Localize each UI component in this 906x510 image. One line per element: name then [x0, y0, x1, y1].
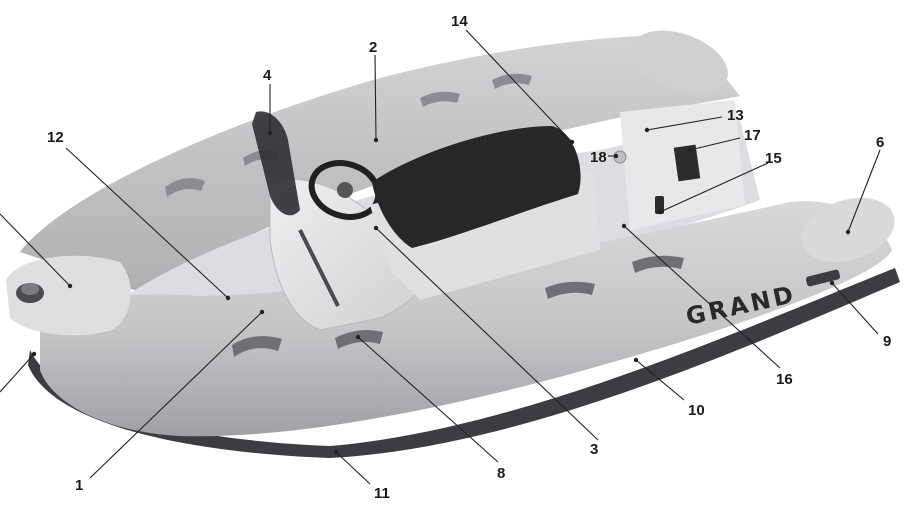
- leader-line: [374, 54, 377, 141]
- leader-dot: [613, 153, 619, 159]
- callout-16: 16: [621, 223, 793, 388]
- drain-plug: [613, 150, 627, 164]
- leader-dot: [259, 309, 265, 315]
- callout-12: 12: [47, 129, 231, 301]
- leader-line: [65, 147, 229, 299]
- callout-1: 1: [75, 309, 265, 494]
- leader-dot: [633, 357, 639, 363]
- bow-fitting-top: [21, 283, 39, 295]
- leader-line: [0, 213, 71, 287]
- leader-line: [375, 227, 599, 441]
- leader-line: [689, 137, 741, 151]
- leader-dot: [373, 137, 379, 143]
- seat-cushion: [372, 126, 581, 248]
- leader-line: [465, 29, 573, 143]
- leader-dot: [333, 449, 339, 455]
- callout-number: 4: [263, 67, 272, 84]
- callout-6: 6: [845, 134, 884, 235]
- leader-dot: [621, 223, 627, 229]
- bow-cap: [6, 255, 131, 336]
- handle: [335, 330, 383, 349]
- callout-3: 3: [373, 225, 599, 458]
- tube-valve: [805, 269, 841, 287]
- leader-line: [89, 311, 263, 479]
- steering-hub: [337, 182, 353, 198]
- leader-dot: [657, 209, 663, 215]
- callout-10: 10: [633, 357, 705, 419]
- leader-dot: [569, 139, 575, 145]
- callout-18: 18: [590, 149, 619, 166]
- callout-2: 2: [369, 39, 379, 143]
- leader-dot: [373, 225, 379, 231]
- callout-number: 13: [727, 107, 744, 124]
- callout-14: 14: [451, 13, 575, 145]
- leader-line: [847, 149, 881, 233]
- callout-number: 12: [47, 129, 64, 146]
- handle: [632, 255, 684, 273]
- handle: [420, 91, 460, 107]
- leader-line: [357, 336, 499, 463]
- leader-dot: [687, 147, 693, 153]
- leader-dot: [829, 280, 835, 286]
- handle: [492, 73, 532, 89]
- callout-number: 1: [75, 477, 83, 494]
- callout-number: 6: [876, 134, 884, 151]
- callout-number: 16: [776, 371, 793, 388]
- throttle-lever: [298, 229, 340, 307]
- callout-11: 11: [333, 449, 390, 502]
- callout-number: 11: [374, 485, 390, 502]
- callout-number: 14: [451, 13, 468, 30]
- handle: [545, 281, 595, 299]
- callout-number: 3: [590, 441, 598, 458]
- leader-line: [623, 225, 781, 369]
- callout-cropped-bottom-left: [0, 351, 37, 393]
- leader-line: [659, 162, 769, 213]
- transom-plug: [655, 196, 664, 214]
- callout-13: 13: [644, 107, 744, 133]
- leader-dot: [355, 334, 361, 340]
- leader-line: [646, 116, 723, 131]
- transom-bracket: [673, 144, 701, 182]
- callout-4: 4: [263, 67, 273, 136]
- leader-dot: [644, 127, 650, 133]
- leader-dot: [845, 229, 851, 235]
- far-tube-endcap: [632, 30, 728, 94]
- callout-number: 8: [497, 465, 505, 482]
- callout-number: 9: [883, 333, 891, 350]
- callout-number: 2: [369, 39, 377, 56]
- leader-line: [335, 451, 371, 485]
- leader-line: [635, 359, 685, 401]
- leader-dot: [67, 283, 73, 289]
- handle: [232, 336, 282, 357]
- far-tube: [20, 35, 740, 292]
- callout-9: 9: [829, 280, 891, 350]
- leader-line: [0, 353, 35, 393]
- windshield: [252, 111, 300, 216]
- callouts: 1 2 3 4 6 8: [0, 13, 891, 502]
- callout-cropped-top-left: [0, 213, 73, 289]
- leader-dot: [225, 295, 231, 301]
- callout-number: 15: [765, 150, 782, 167]
- leader-dot: [31, 351, 37, 357]
- handle: [165, 178, 205, 197]
- callout-number: 10: [688, 402, 705, 419]
- leader-line: [831, 282, 879, 335]
- boat: GRAND: [6, 30, 900, 458]
- callout-8: 8: [355, 334, 505, 482]
- callout-15: 15: [657, 150, 782, 215]
- callout-17: 17: [687, 127, 761, 153]
- callout-number: 17: [744, 127, 761, 144]
- leader-dot: [267, 130, 273, 136]
- callout-number: 18: [590, 149, 607, 166]
